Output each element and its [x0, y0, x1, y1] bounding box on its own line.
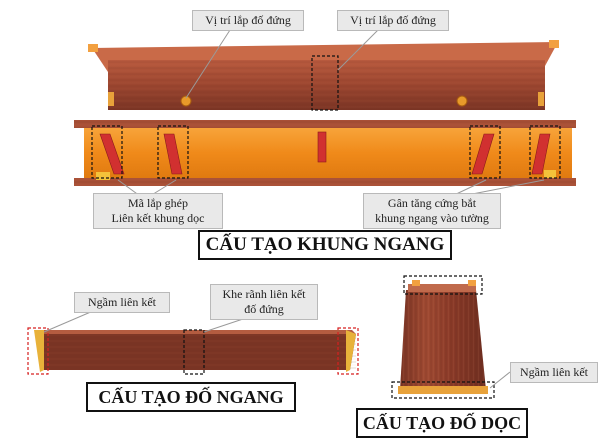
- label-text: Ngầm liên kết: [88, 295, 156, 309]
- label-line-2: Liên kết khung dọc: [111, 211, 205, 225]
- title-text: CẤU TẠO ĐỐ DỌC: [362, 413, 522, 433]
- label-line-1: Khe rãnh liên kết: [222, 287, 306, 301]
- label-line-2: khung ngang vào tường: [375, 211, 489, 225]
- dashed-box-slot: [311, 55, 339, 111]
- label-vi-tri-lap-do-dung-left: Vị trí lắp đố đứng: [192, 10, 304, 31]
- label-text: Vị trí lắp đố đứng: [205, 13, 291, 27]
- label-ngam-lien-ket-vertical: Ngầm liên kết: [510, 362, 598, 383]
- dashed-box-tenon-right: [337, 327, 359, 375]
- title-text: CẤU TẠO KHUNG NGANG: [205, 234, 445, 255]
- dashed-box-groove: [183, 329, 205, 375]
- label-khe-ranh: Khe rãnh liên kết đố đứng: [210, 284, 318, 320]
- title-cau-tao-do-doc: CẤU TẠO ĐỐ DỌC: [356, 408, 528, 438]
- dashed-box-top-tenon: [403, 275, 483, 295]
- bottom-beam-orange: [74, 120, 576, 186]
- horizontal-rail: [34, 330, 356, 372]
- top-beam-wood: [88, 40, 559, 110]
- vertical-stile: [398, 280, 488, 394]
- label-vi-tri-lap-do-dung-right: Vị trí lắp đố đứng: [337, 10, 449, 31]
- label-line-2: đố đứng: [244, 302, 284, 316]
- dashed-box-tenon-left: [27, 327, 49, 375]
- label-text: Ngầm liên kết: [520, 365, 588, 379]
- dashed-box-bottom-tenon: [391, 381, 495, 399]
- label-line-1: Mã lắp ghép: [128, 196, 188, 210]
- title-text: CẤU TẠO ĐỐ NGANG: [98, 387, 284, 407]
- dashed-box-joint-left: [91, 125, 123, 179]
- label-text: Vị trí lắp đố đứng: [350, 13, 436, 27]
- title-cau-tao-do-ngang: CẤU TẠO ĐỐ NGANG: [86, 382, 296, 412]
- dashed-box-stiffener-right: [469, 125, 501, 179]
- title-cau-tao-khung-ngang: CẤU TẠO KHUNG NGANG: [198, 230, 452, 260]
- dashed-box-stiffener-left: [157, 125, 189, 179]
- label-line-1: Gân tăng cứng bắt: [387, 196, 477, 210]
- dashed-box-joint-right: [529, 125, 561, 179]
- label-gan-tang-cung: Gân tăng cứng bắt khung ngang vào tường: [363, 193, 501, 229]
- label-ngam-lien-ket-horizontal: Ngầm liên kết: [74, 292, 170, 313]
- label-ma-lap-ghep: Mã lắp ghép Liên kết khung dọc: [93, 193, 223, 229]
